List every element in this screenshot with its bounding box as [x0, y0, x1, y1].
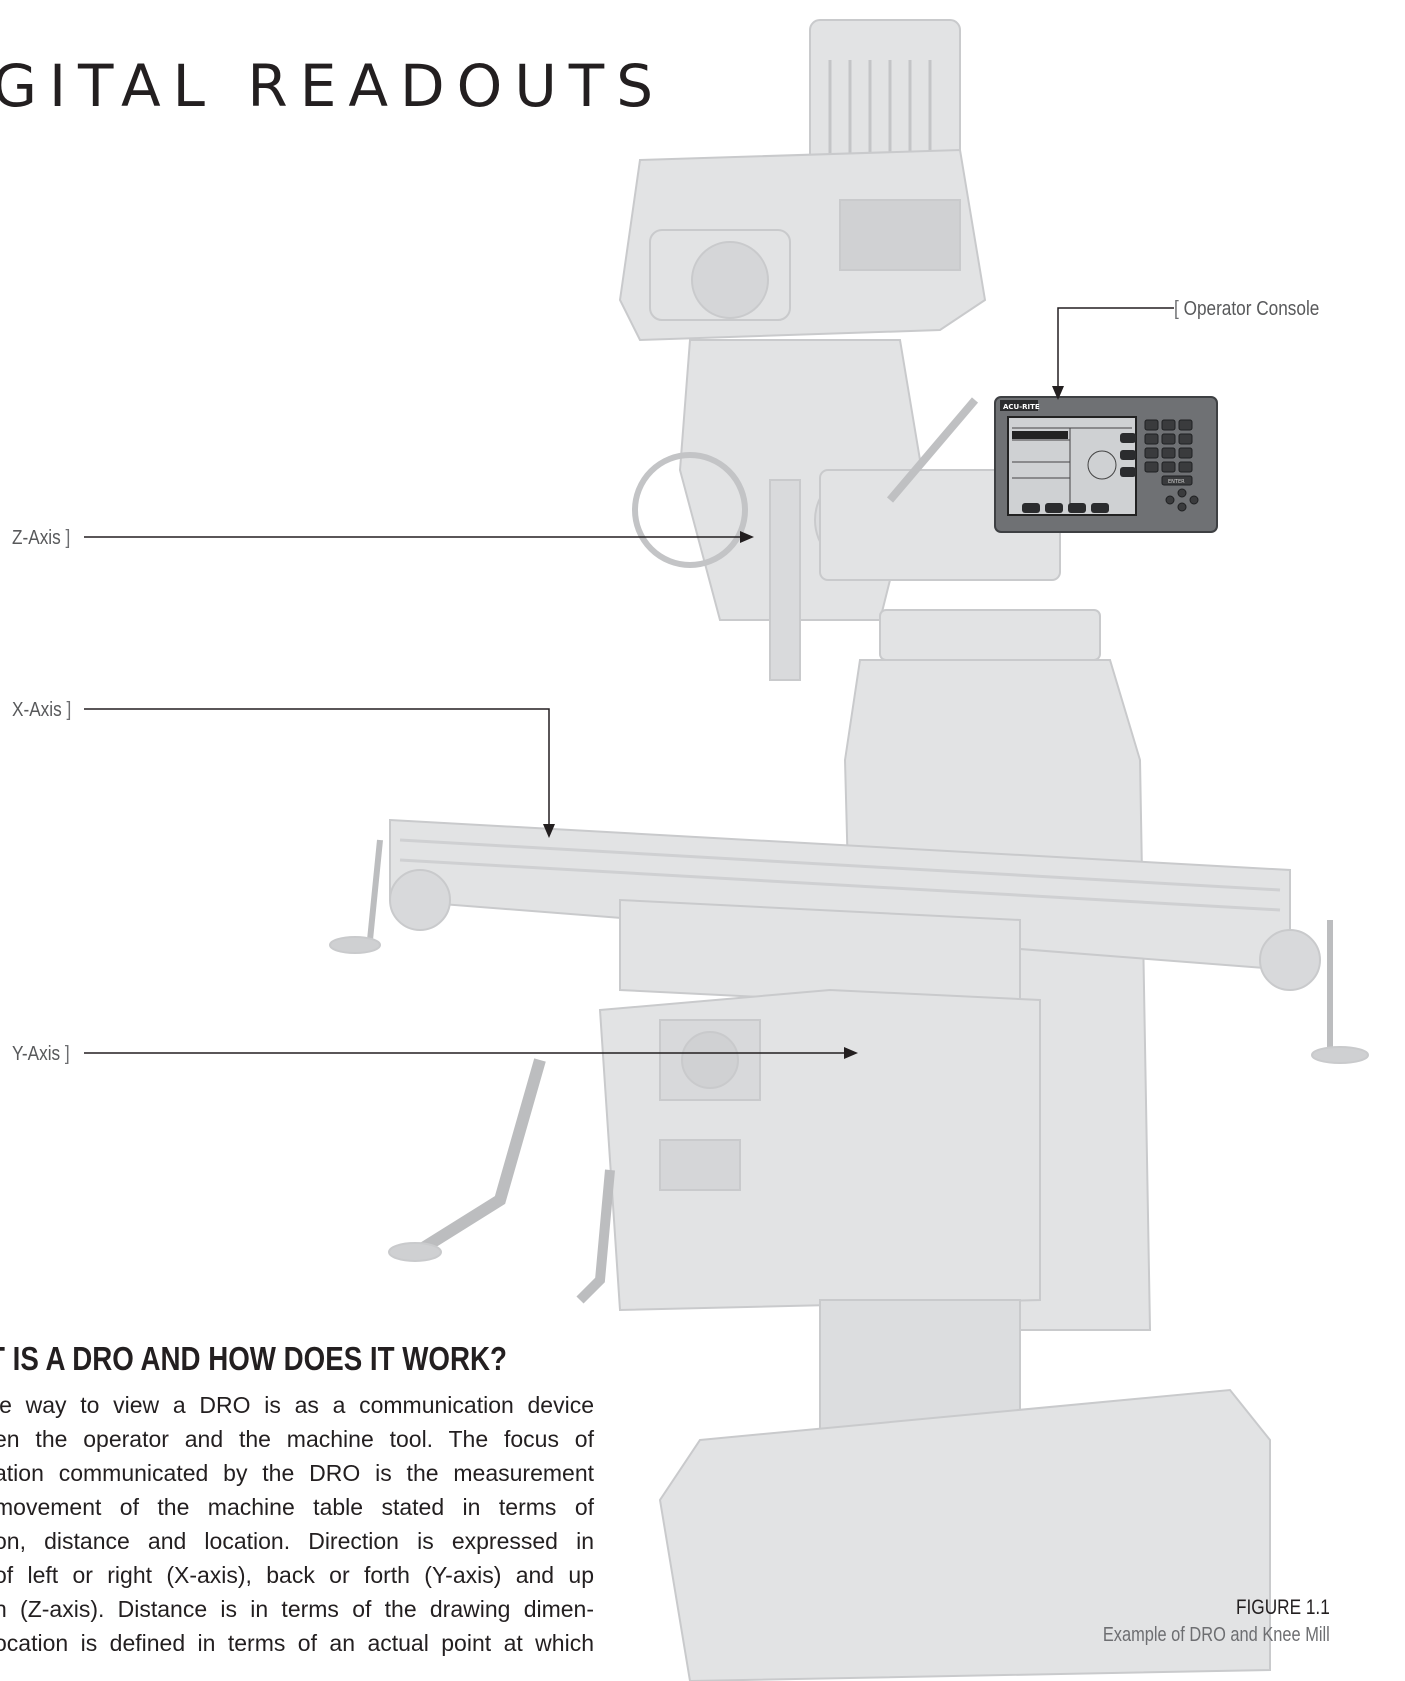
console-enter-key: ENTER [1168, 479, 1185, 485]
operator-console-arrow-icon [1052, 386, 1064, 400]
figure-description: Example of DRO and Knee Mill [1103, 1624, 1330, 1646]
body-line: ocation is defined in terms of an actual… [0, 1630, 594, 1656]
figure-number: FIGURE 1.1 [1236, 1596, 1330, 1619]
section-heading: T IS A DRO AND HOW DOES IT WORK? [0, 1340, 507, 1377]
bracket-icon: ] [64, 1043, 70, 1065]
body-line: le way to view a DRO is as a communicati… [0, 1392, 594, 1418]
x-axis-leader [84, 708, 550, 830]
z-axis-arrow-icon [740, 531, 754, 543]
callout-y-axis: Y-Axis ] [12, 1043, 70, 1065]
body-line: on, distance and location. Direction is … [0, 1528, 594, 1554]
bracket-icon: [ [1174, 298, 1179, 320]
dro-console: ACU-RITE ENTER [994, 396, 1218, 533]
body-line: movement of the machine table stated in … [0, 1494, 594, 1520]
callout-operator-console: [ Operator Console [1174, 298, 1320, 320]
figure-caption: FIGURE 1.1 Example of DRO and Knee Mill [1053, 1596, 1330, 1647]
callout-z-axis: Z-Axis ] [12, 527, 71, 549]
operator-console-leader [1057, 307, 1174, 392]
handwheel [632, 452, 748, 568]
body-line: en the operator and the machine tool. Th… [0, 1426, 594, 1452]
body-line: ation communicated by the DRO is the mea… [0, 1460, 594, 1486]
y-axis-arrow-icon [844, 1047, 858, 1059]
bracket-icon: ] [66, 699, 72, 721]
base [658, 1388, 1271, 1681]
x-axis-arrow-icon [543, 824, 555, 838]
bracket-icon: ] [65, 527, 71, 549]
body-paragraph: le way to view a DRO is as a communicati… [0, 1388, 594, 1660]
body-line: of left or right (X-axis), back or forth… [0, 1562, 594, 1588]
callout-x-axis: X-Axis ] [12, 699, 72, 721]
console-brand: ACU-RITE [1003, 403, 1040, 411]
body-line: n (Z-axis). Distance is in terms of the … [0, 1596, 594, 1622]
page-title: GITAL READOUTS [0, 52, 666, 120]
